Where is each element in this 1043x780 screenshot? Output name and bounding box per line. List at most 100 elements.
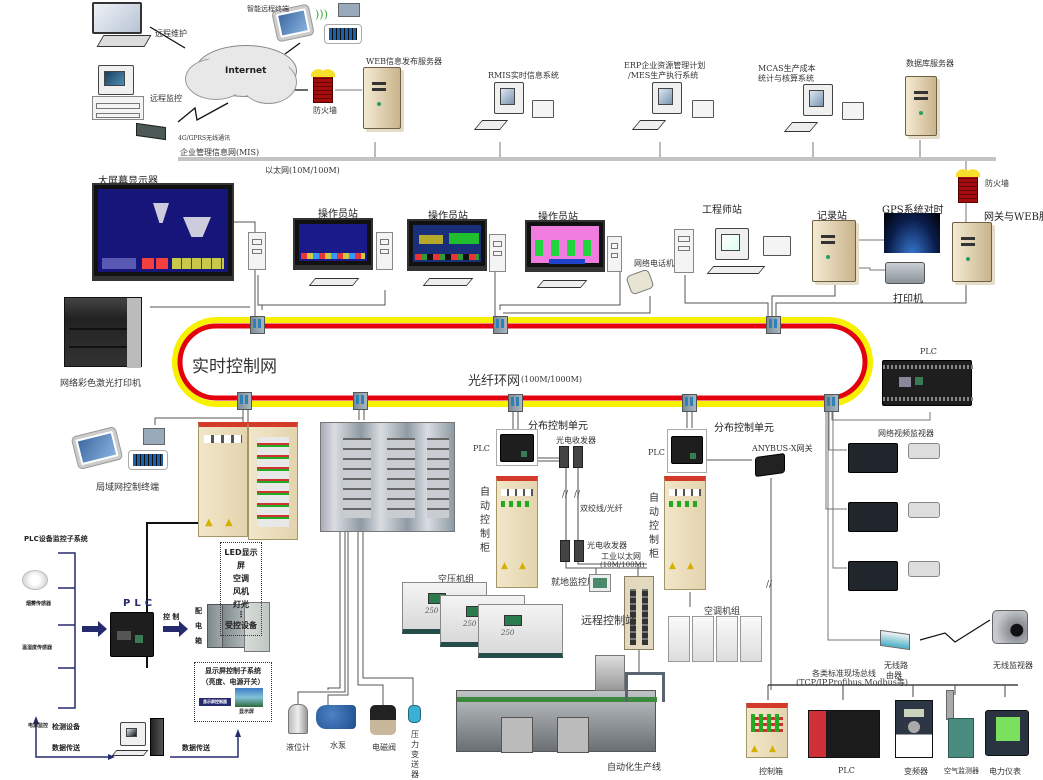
gps-satellite-image (884, 213, 940, 253)
ring-switch-4 (237, 392, 252, 410)
wire-pump (327, 532, 349, 705)
printer-erp (692, 100, 714, 118)
wire-phone (503, 296, 651, 314)
database-server (905, 76, 937, 136)
break-mark-icon: // (766, 580, 773, 590)
label-erp-line2: /MES生产执行系统 (628, 71, 699, 80)
label-fiber-ring-speed: (100M/1000M) (521, 375, 582, 384)
production-line (456, 690, 657, 753)
plc-right (882, 360, 973, 406)
plc-controller-big (110, 612, 154, 657)
arrow-remote-maintenance (149, 26, 186, 49)
data-flow-right (170, 735, 239, 758)
video-encoder-2 (848, 502, 898, 532)
label-firewall-right: 防火墙 (985, 179, 1009, 188)
water-pump (316, 705, 356, 729)
label-wireless-monitor: 无线监视器 (993, 661, 1033, 670)
wire-industrial-eth (565, 560, 647, 569)
remote-control-station (624, 576, 654, 650)
label-db-server: 数据库服务器 (906, 59, 954, 68)
label-plc-bottom: PLC (838, 766, 855, 775)
label-detection-equipment: 检测设备 (52, 723, 80, 731)
display-screen-thumb (235, 688, 263, 707)
label-power-monitor: 电源监控 (28, 723, 49, 729)
plc-dcu-2 (671, 436, 703, 464)
label-operator-station-3: 操作员站 (538, 212, 578, 223)
firewall-icon-right (956, 168, 980, 203)
label-control-arrow: 控 制 (163, 613, 180, 621)
ac-unit-3 (716, 616, 738, 662)
pc-erp (652, 82, 682, 114)
ring-switch-2 (493, 316, 508, 334)
label-internet: Internet (225, 66, 267, 76)
label-production-line: 自动化生产线 (607, 763, 662, 773)
local-monitor-screen (589, 574, 611, 592)
lan-hmi (143, 428, 165, 445)
label-fiber-ring: 光纤环网 (468, 374, 521, 389)
plc-dcu-1 (500, 434, 534, 462)
auto-control-cabinet-2: ▲ ▲ (664, 476, 706, 590)
label-network-video-monitor: 网络视频监视器 (878, 429, 934, 438)
camera-3 (908, 561, 940, 577)
label-fieldbus-1: 各类标准现场总线 (812, 669, 876, 678)
air-monitor-sensor (946, 690, 954, 720)
label-data-transfer-left: 数据传送 (52, 744, 80, 752)
ring-switch-6 (508, 394, 523, 412)
power-meter (985, 710, 1029, 756)
arrow-sensors-to-plc (82, 621, 107, 637)
pressure-transmitter (408, 705, 421, 723)
label-industrial-ethernet-1: 工业以太网 (601, 552, 641, 561)
wire-record (771, 278, 836, 318)
label-air-monitor: 空气监测器 (944, 767, 979, 775)
label-remote-maintenance: 远程维护 (155, 29, 187, 38)
big-screen-display (92, 183, 234, 281)
label-auto-cabinet-2: 自动控制柜 (649, 493, 659, 560)
lan-phone (128, 450, 168, 470)
dcu-1-frame (496, 429, 538, 466)
anybus-gateway (755, 452, 785, 478)
label-twisted-fiber: 双绞线/光纤 (580, 504, 623, 513)
label-fieldbus-2: (TCP/IP,Profibus,Modbus等) (796, 678, 909, 687)
pc-rmis (494, 82, 524, 114)
wire-cabinet-plc (146, 522, 200, 668)
label-distribution-1: 配 (195, 607, 202, 615)
break-mark-icon: // (562, 490, 569, 500)
label-operator-station-1: 操作员站 (318, 209, 358, 220)
power-cabinet-open (248, 422, 298, 540)
label-engineer-station: 工程师站 (702, 205, 742, 216)
level-gauge (288, 704, 308, 734)
wire-router (827, 410, 880, 641)
label-mcas-line2: 统计与核算系统 (758, 74, 814, 83)
led-box-item: LED显示屏 (224, 548, 258, 570)
label-air-compressor-group: 空压机组 (438, 575, 475, 585)
optical-transceiver-2b (574, 540, 584, 562)
label-water-pump: 水泵 (330, 741, 346, 750)
arrow-smart-terminal (284, 42, 301, 55)
wire-dvr-2 (825, 410, 847, 510)
led-controlled-devices-box: LED显示屏 空调 风机 灯光 ⋮ 受控设备 (220, 542, 262, 636)
ac-unit-4 (740, 616, 762, 662)
wifi-signal-icon: ))) (315, 8, 328, 21)
camera-1 (908, 443, 940, 459)
label-4g-wireless: 4G/GPRS无线通讯 (178, 135, 231, 142)
wire-op3 (499, 262, 621, 310)
monitoring-pc-tower (150, 718, 164, 756)
arrow-4g (177, 102, 229, 123)
wire-bigscreen (234, 221, 256, 318)
label-inverter: 变频器 (904, 767, 928, 776)
ring-switch-5 (353, 392, 368, 410)
printer-record (885, 262, 925, 284)
video-encoder-1 (848, 443, 898, 473)
led-box-item: 受控设备 (225, 621, 257, 630)
label-printer: 打印机 (893, 294, 923, 305)
production-line-robot (595, 655, 625, 691)
display-box-title: 显示屏控制子系统 (205, 667, 261, 675)
label-rmis: RMIS实时信息系统 (488, 71, 559, 80)
wire-valve (357, 532, 384, 705)
label-color-laser-printer: 网络彩色激光打印机 (60, 379, 142, 389)
label-data-transfer-right: 数据传送 (182, 744, 210, 752)
solenoid-valve (370, 705, 396, 735)
led-box-item: 灯光 (233, 600, 249, 609)
label-pressure-transmitter: 压力变送器 (411, 730, 419, 779)
optical-transceiver-2a (560, 540, 570, 562)
